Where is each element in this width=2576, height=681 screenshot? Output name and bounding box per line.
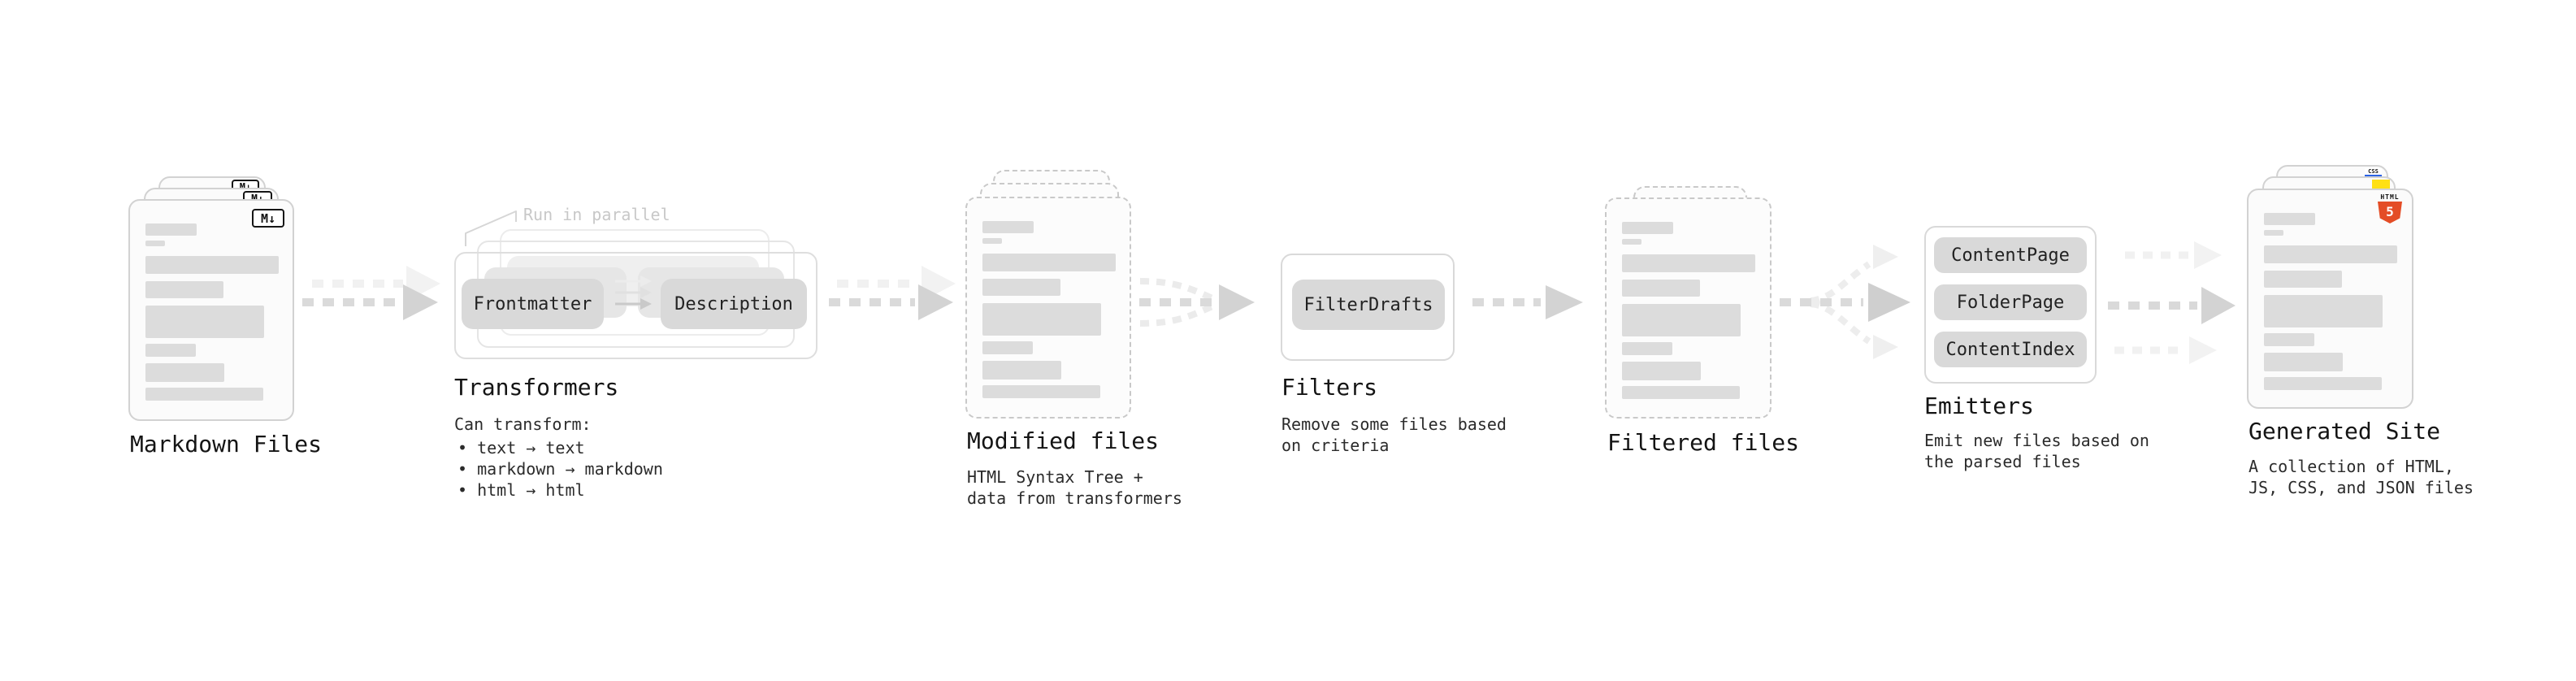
filtered-file-card-front: [1605, 197, 1772, 419]
folderpage-pill: FolderPage: [1934, 284, 2087, 320]
transformers-bullet: • markdown → markdown: [458, 459, 663, 479]
arrow-emitters-to-generated-top: [2125, 241, 2222, 269]
file-skeleton-lines: [145, 223, 279, 401]
markdown-icon: M↓: [252, 209, 284, 228]
emitters-desc: Emit new files based on: [1924, 431, 2149, 450]
filters-desc: Remove some files based: [1281, 414, 1507, 434]
modified-files-desc: HTML Syntax Tree +: [967, 467, 1143, 487]
filters-desc: on criteria: [1281, 436, 1390, 455]
contentpage-pill: ContentPage: [1934, 237, 2087, 273]
html5-icon: HTML 5: [2378, 193, 2402, 223]
filterdrafts-pill: FilterDrafts: [1292, 280, 1445, 330]
run-in-parallel-note: Run in parallel: [523, 205, 670, 224]
transformers-title: Transformers: [454, 374, 619, 401]
arrow-markdown-to-transformers: [302, 284, 438, 320]
arrow-transformers-to-modified-ghost: [837, 266, 956, 301]
description-pill: Description: [661, 279, 807, 329]
filtered-files-label: Filtered files: [1607, 429, 1800, 456]
file-skeleton-lines: [1622, 222, 1755, 399]
css-icon: CSS: [2365, 168, 2382, 177]
markdown-files-label: Markdown Files: [130, 431, 323, 458]
transformer-layer-box-front: [454, 252, 817, 359]
generated-file-card-front: HTML 5: [2247, 189, 2413, 409]
filters-title: Filters: [1281, 374, 1378, 401]
modified-file-card-front: [965, 197, 1131, 419]
transformers-bullet: • text → text: [458, 438, 585, 458]
arrow-markdown-to-transformers-ghost: [312, 266, 440, 301]
markdown-file-card-front: M↓: [128, 199, 294, 421]
generated-site-label: Generated Site: [2249, 418, 2441, 445]
arrow-emitters-to-generated-middle: [2108, 287, 2236, 324]
file-skeleton-lines: [982, 221, 1116, 398]
contentindex-pill: ContentIndex: [1934, 332, 2087, 367]
generated-site-desc: JS, CSS, and JSON files: [2249, 478, 2474, 497]
arrow-modified-to-filters-merge: [1139, 278, 1255, 327]
modified-files-label: Modified files: [967, 427, 1160, 454]
generated-site-desc: A collection of HTML,: [2249, 457, 2454, 476]
arrow-filtered-to-emitters-fanout: [1780, 245, 1910, 359]
arrow-transformers-to-modified: [829, 284, 953, 320]
js-icon: [2372, 180, 2390, 191]
emitters-title: Emitters: [1924, 393, 2034, 419]
emitters-desc: the parsed files: [1924, 452, 2081, 471]
frontmatter-pill: Frontmatter: [462, 279, 604, 329]
transformers-desc-heading: Can transform:: [454, 414, 592, 434]
arrow-filters-to-filtered: [1472, 285, 1583, 319]
arrow-emitters-to-generated-bottom: [2114, 336, 2217, 364]
transformers-bullet: • html → html: [458, 480, 585, 500]
modified-files-desc: data from transformers: [967, 488, 1182, 508]
file-skeleton-lines: [2264, 213, 2397, 390]
